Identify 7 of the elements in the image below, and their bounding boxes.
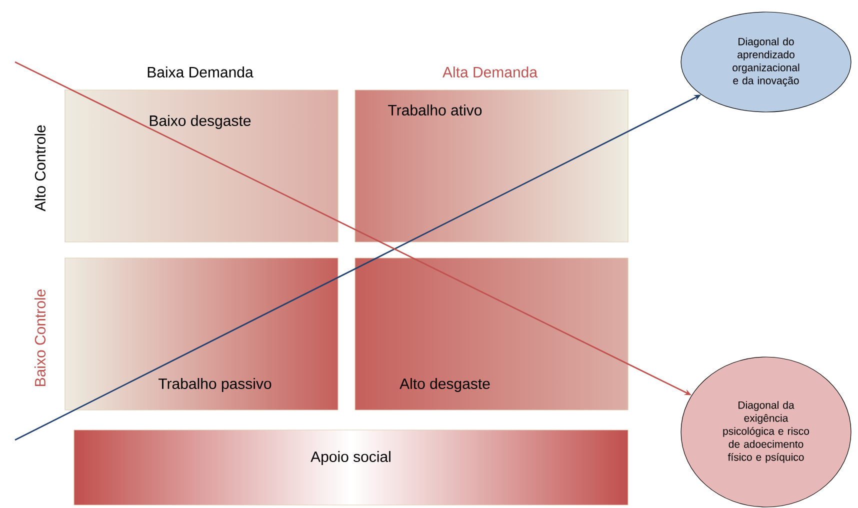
- quadrant-box: Alto desgaste: [354, 258, 628, 410]
- axis-label: Baixo Controle: [34, 290, 46, 386]
- quadrant-box: Trabalho passivo: [64, 258, 338, 410]
- quadrant-box: Baixo desgaste: [64, 90, 338, 242]
- quadrant-box: Trabalho ativo: [354, 90, 628, 242]
- axis-label: Alto Controle: [34, 125, 46, 212]
- quadrant-box: Apoio social: [74, 430, 628, 506]
